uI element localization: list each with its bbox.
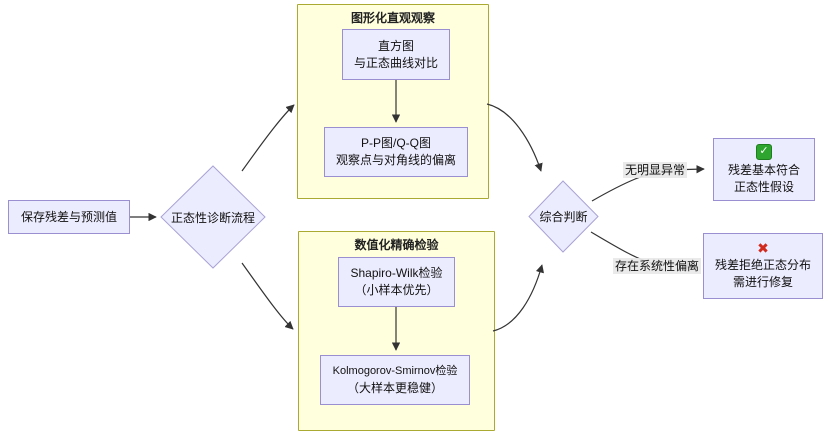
result-ok-line2: 正态性假设 xyxy=(733,179,794,194)
decision-flow-label: 正态性诊断流程 xyxy=(170,210,255,225)
node-result-accept-normality: ✓ 残差基本符合 正态性假设 xyxy=(713,138,815,201)
node-shapiro-wilk: Shapiro-Wilk检验 （小样本优先） xyxy=(338,257,455,307)
cluster-graphical-title: 图形化直观观察 xyxy=(350,11,435,25)
node-histogram-line1: 直方图 xyxy=(377,38,414,53)
node-ks-line2: （大样本更稳健） xyxy=(346,381,443,395)
node-ks-line1: Kolmogorov-Smirnov检验 xyxy=(332,365,458,377)
decision-flow-diamond xyxy=(160,165,266,269)
edge-decision-to-graphical xyxy=(241,104,295,172)
edge-graphical-to-final xyxy=(486,103,543,172)
cross-icon: ✖ xyxy=(757,240,769,256)
edge-label-systematic-deviation: 存在系统性偏离 xyxy=(613,258,702,274)
node-ppqq-line2: 观察点与对角线的偏离 xyxy=(335,153,456,167)
edge-numeric-to-final xyxy=(492,264,544,332)
node-histogram-line2: 与正态曲线对比 xyxy=(353,55,438,70)
result-ok-line1: 残差基本符合 xyxy=(727,162,800,177)
node-save-residuals: 保存残差与预测值 xyxy=(8,200,130,234)
node-kolmogorov-smirnov: Kolmogorov-Smirnov检验 （大样本更稳健） xyxy=(320,355,470,405)
cluster-numeric-title: 数值化精确检验 xyxy=(354,238,439,252)
edge-decision-to-numeric xyxy=(241,262,294,330)
result-bad-line2: 需进行修复 xyxy=(732,275,793,289)
node-shapiro-line2: （小样本优先） xyxy=(354,283,439,297)
node-save-residuals-label: 保存残差与预测值 xyxy=(20,209,117,224)
check-icon: ✓ xyxy=(756,143,772,160)
node-ppqq-line1: P-P图/Q-Q图 xyxy=(360,136,431,150)
decision-final-diamond xyxy=(528,180,599,253)
edge-label-no-anomaly: 无明显异常 xyxy=(623,162,688,178)
decision-final-label: 综合判断 xyxy=(539,210,588,224)
node-shapiro-line1: Shapiro-Wilk检验 xyxy=(350,266,443,280)
node-ppqq-plot: P-P图/Q-Q图 观察点与对角线的偏离 xyxy=(324,127,468,177)
node-histogram: 直方图 与正态曲线对比 xyxy=(342,29,450,80)
result-bad-line1: 残差拒绝正态分布 xyxy=(714,258,811,272)
node-result-reject-normality: ✖ 残差拒绝正态分布 需进行修复 xyxy=(703,233,823,299)
